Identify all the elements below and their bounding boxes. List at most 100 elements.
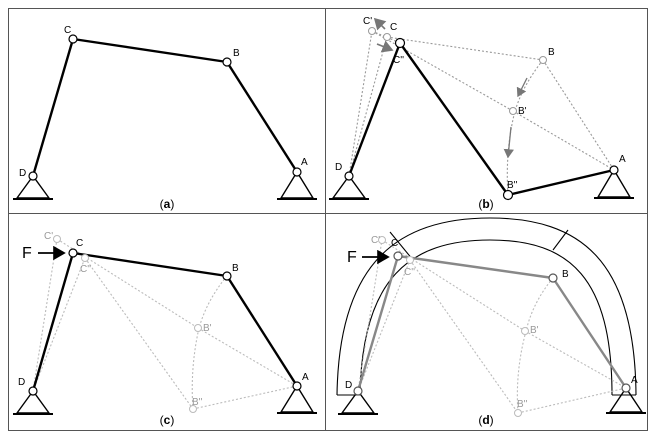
ghost-c-b1a (197, 327, 298, 387)
force-c-label: F (22, 245, 32, 262)
label-a-B: B (233, 48, 240, 59)
ghost-ba (542, 59, 615, 171)
panel-c-joints (28, 248, 302, 396)
label-d-B2: B'' (517, 399, 528, 410)
joint-d-b2 (514, 409, 522, 417)
joint-c-b1 (194, 324, 202, 332)
label-d-C: C (391, 238, 398, 249)
panel-c-links (31, 251, 299, 392)
joint-d-c1 (378, 236, 386, 244)
path-c-arc (191, 275, 228, 410)
label-c-C1: C' (44, 231, 53, 242)
arrow-c-c2 (376, 40, 394, 53)
ghost-c-b2a (192, 385, 298, 410)
joint-c-c1 (53, 235, 61, 243)
panel-b-links (347, 42, 615, 197)
link-c-ba (225, 275, 299, 387)
link-ba (225, 61, 299, 173)
path-b-arc (506, 59, 544, 196)
link-c-cb (72, 251, 228, 278)
label-c-A: A (302, 372, 309, 383)
caption-c: (c) (160, 413, 175, 427)
joint-d (28, 171, 38, 181)
joint-b-b (539, 56, 547, 64)
panel-d-links (356, 254, 627, 392)
label-c-D: D (18, 377, 25, 388)
joint-b-b2 (502, 189, 514, 201)
joint-c-b (222, 271, 232, 281)
panel-d: F C' C C'' B B' B'' D A (d) (336, 217, 646, 427)
panel-b-ghost-joints (368, 27, 547, 115)
link-d-ba (552, 277, 627, 389)
joint-c-a (292, 381, 302, 391)
panel-b-supports (329, 168, 634, 200)
caption-d: (d) (478, 413, 493, 427)
ghost-b1a (512, 110, 615, 171)
joint-b-d (344, 171, 354, 181)
link-d-dc (356, 255, 400, 392)
force-d-label: F (347, 249, 357, 266)
label-b-A: A (619, 154, 626, 165)
ghost-d-b1a (524, 330, 627, 389)
panel-b-ghost-links (348, 30, 615, 177)
joint-c-c (68, 248, 78, 258)
joint-c (68, 34, 78, 44)
label-d-C2: C'' (404, 267, 415, 278)
joint-b-c2 (394, 37, 406, 49)
arch-inner (359, 239, 613, 396)
link-d-cb (397, 254, 554, 280)
label-b-C: C (390, 22, 397, 33)
path-d-arc (516, 277, 554, 414)
joint-d-d (353, 386, 363, 396)
arrow-b-b2 (503, 126, 514, 159)
label-b-B2: B'' (507, 180, 518, 191)
label-a-D: D (19, 168, 26, 179)
ghost-dc1 (348, 30, 373, 177)
label-d-C1: C' (371, 235, 380, 246)
link-b-b2a (507, 168, 615, 197)
panel-a-links (31, 37, 299, 177)
joint-b-c1 (368, 27, 376, 35)
panel-b: C' C C'' B B' B'' D A (b) (329, 16, 634, 211)
label-c-B: B (232, 263, 239, 274)
joint-d-b1 (521, 327, 529, 335)
link-b-c2b2 (399, 42, 509, 196)
ghost-c-dc1 (32, 238, 58, 392)
ghost-c-c1b1 (56, 238, 199, 329)
joint-c-b2 (189, 405, 197, 413)
panel-c-supports (13, 384, 317, 415)
joint-b-b1 (509, 107, 517, 115)
label-b-B: B (548, 47, 555, 58)
arrow-b-b1 (516, 77, 528, 98)
panel-a: C B D A (a) (13, 25, 317, 211)
label-d-D: D (345, 380, 352, 391)
joint-a (292, 167, 302, 177)
arch-outer (336, 217, 637, 396)
panel-d-ghost-joints (378, 236, 529, 417)
link-cb (72, 37, 228, 64)
label-d-A: A (631, 375, 638, 386)
label-d-B1: B' (530, 325, 539, 336)
panel-b-joints (344, 37, 619, 201)
ghost-c-c2b2 (84, 257, 194, 410)
panel-c-ghost-joints (53, 235, 202, 413)
label-b-B1: B' (518, 106, 527, 117)
ghost-d-dc1 (357, 239, 383, 392)
ghost-c1b1 (371, 30, 514, 112)
ghost-c-dc2 (32, 257, 86, 392)
panel-d-frame (325, 213, 648, 431)
joint-d-b (548, 273, 558, 283)
joint-b (222, 57, 232, 67)
panel-d-ghost-links (357, 239, 627, 414)
panel-a-joints (28, 34, 302, 181)
caption-b: (b) (478, 197, 493, 211)
label-c-C: C (76, 238, 83, 249)
panel-d-supports (338, 386, 646, 415)
label-c-C2: C'' (80, 264, 91, 275)
joint-b-c (383, 33, 391, 41)
ghost-d-c1b1 (381, 239, 526, 332)
joint-d-a (621, 383, 631, 393)
ghost-d-dc2 (357, 259, 411, 392)
